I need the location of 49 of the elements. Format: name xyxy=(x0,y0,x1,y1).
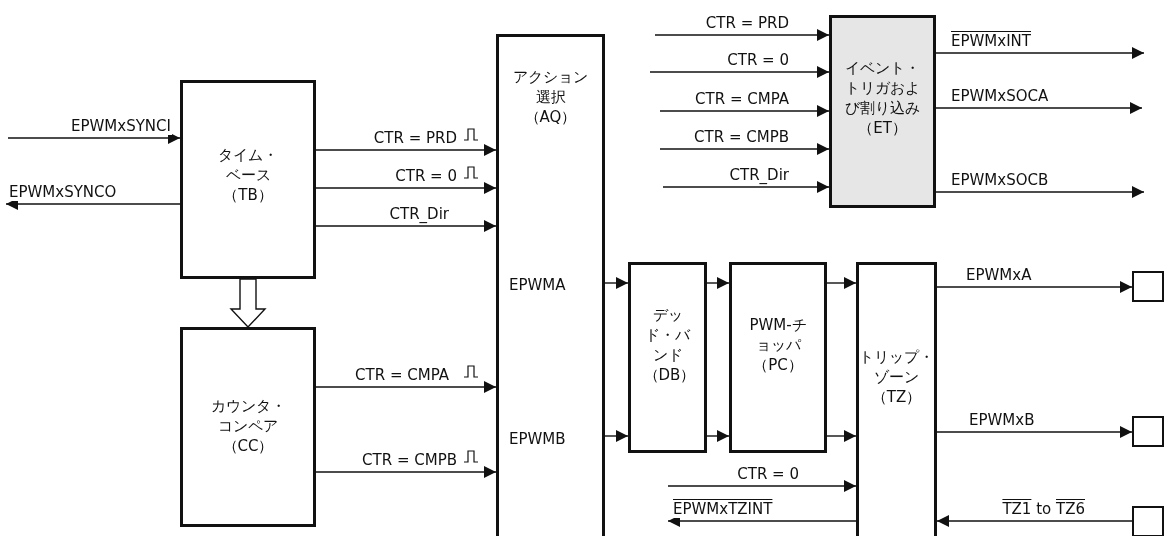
block-label: イベント・トリガおよび割り込み（ET） xyxy=(844,58,921,138)
edge-label: CTR_Dir xyxy=(388,205,450,223)
signal-label: EPWMA xyxy=(509,275,566,295)
block-box xyxy=(829,15,936,208)
arrow xyxy=(604,277,629,289)
arrow xyxy=(826,430,857,442)
arrow xyxy=(936,515,1133,527)
arrow xyxy=(826,277,857,289)
arrow xyxy=(649,66,830,78)
arrow xyxy=(662,181,830,193)
arrow xyxy=(667,480,857,492)
block-box xyxy=(856,262,937,536)
block-label: トリップ・ゾーン（TZ） xyxy=(858,347,935,407)
block-label: タイム・ベース（TB） xyxy=(217,145,279,205)
block-label: PWM-チョッパ（PC） xyxy=(748,315,808,375)
arrow xyxy=(935,102,1143,114)
arrow xyxy=(935,186,1145,198)
edge-label: CTR_Dir xyxy=(728,166,790,184)
block-box xyxy=(496,34,605,536)
arrow xyxy=(315,381,497,393)
arrow xyxy=(315,466,497,478)
block-label: アクション選択（AQ） xyxy=(512,67,589,127)
arrow xyxy=(659,143,830,155)
arrow xyxy=(706,430,730,442)
pin-box xyxy=(1132,506,1164,536)
arrow xyxy=(935,47,1145,59)
arrow xyxy=(7,132,181,144)
block-label: デッド・バンド（DB） xyxy=(643,305,692,385)
arrow xyxy=(936,281,1133,293)
arrow xyxy=(315,144,497,156)
arrow xyxy=(659,105,830,117)
arrow xyxy=(706,277,730,289)
block-box xyxy=(729,262,827,453)
block-box xyxy=(180,80,316,279)
block-box xyxy=(628,262,707,453)
block-label: カウンタ・コンペア（CC） xyxy=(209,396,287,456)
edge-label: EPWMxTZINT xyxy=(672,500,774,518)
signal-label: EPWMB xyxy=(509,429,566,449)
pin-box xyxy=(1132,416,1164,447)
block-arrow xyxy=(229,278,267,328)
pin-box xyxy=(1132,271,1164,302)
arrow xyxy=(315,182,497,194)
arrow xyxy=(936,426,1133,438)
arrow xyxy=(604,430,629,442)
edge-label: EPWMxSYNCO xyxy=(8,183,118,201)
arrow xyxy=(654,29,830,41)
arrow xyxy=(315,220,497,232)
block-box xyxy=(180,327,316,527)
edge-label: EPWMxSYNCI xyxy=(70,117,172,135)
